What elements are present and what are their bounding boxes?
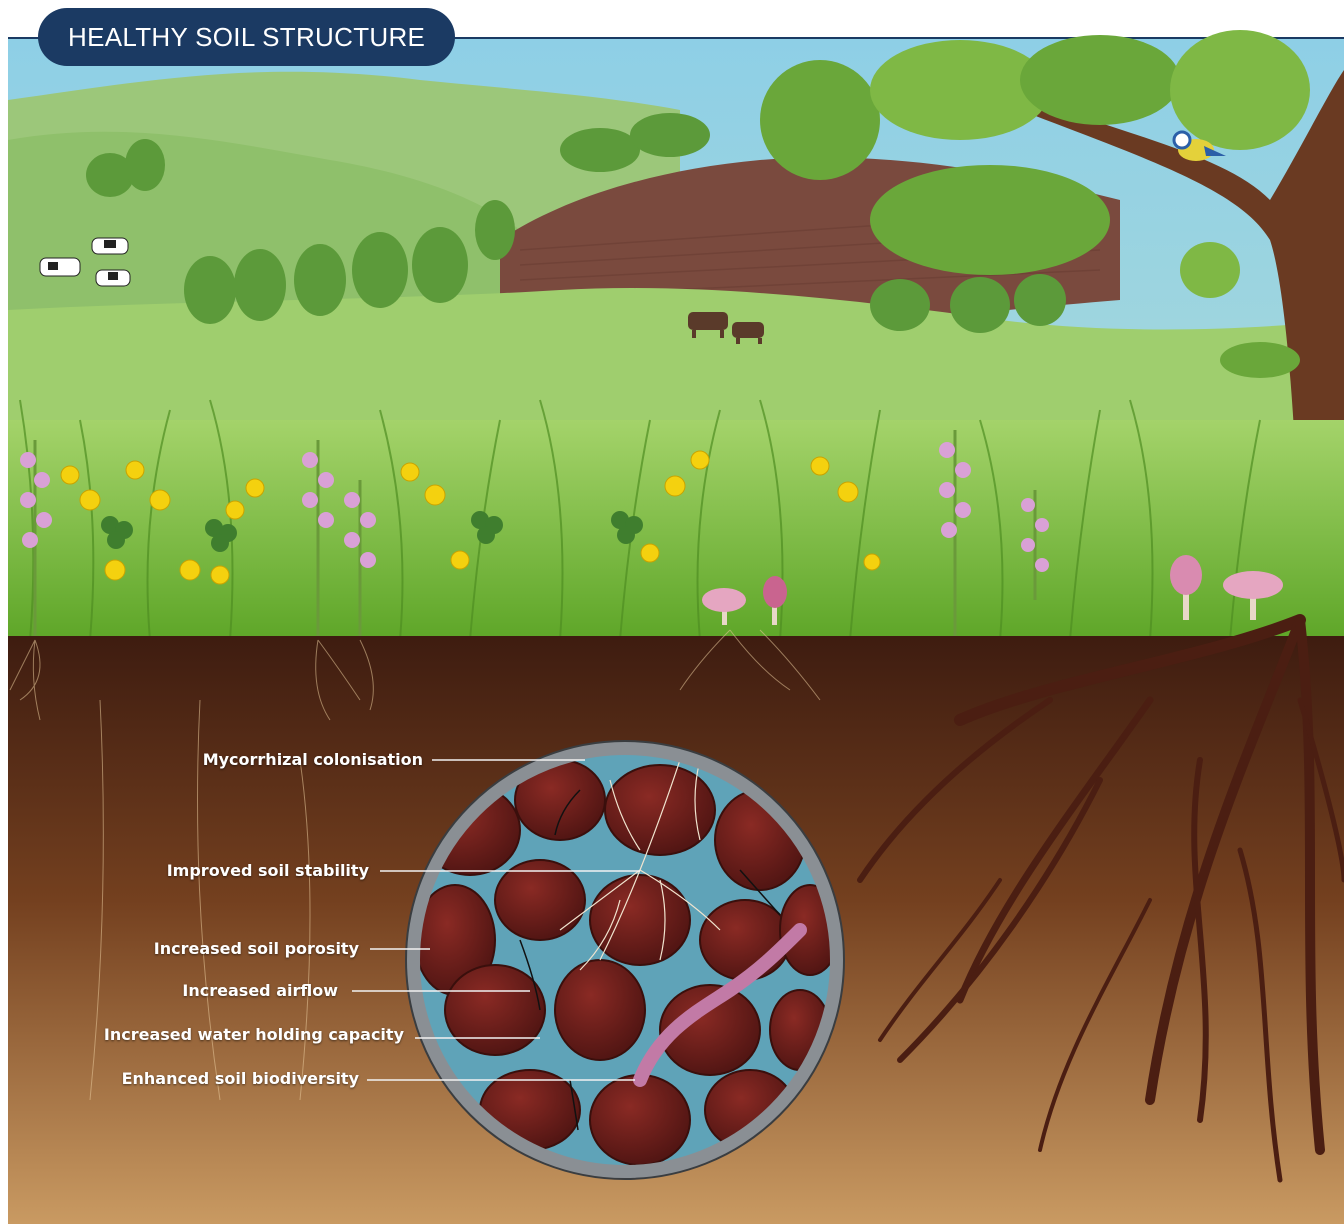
callout-increased-soil-porosity: Increased soil porosity (154, 939, 359, 958)
callout-enhanced-soil-biodiversity: Enhanced soil biodiversity (122, 1069, 359, 1088)
diagram-title: HEALTHY SOIL STRUCTURE (68, 22, 425, 53)
title-badge: HEALTHY SOIL STRUCTURE (38, 8, 455, 66)
callout-improved-soil-stability: Improved soil stability (167, 861, 369, 880)
callout-increased-airflow: Increased airflow (182, 981, 338, 1000)
callout-mycorrhizal-colonisation: Mycorrhizal colonisation (203, 750, 423, 769)
callout-increased-water-holding-capacity: Increased water holding capacity (104, 1025, 404, 1044)
